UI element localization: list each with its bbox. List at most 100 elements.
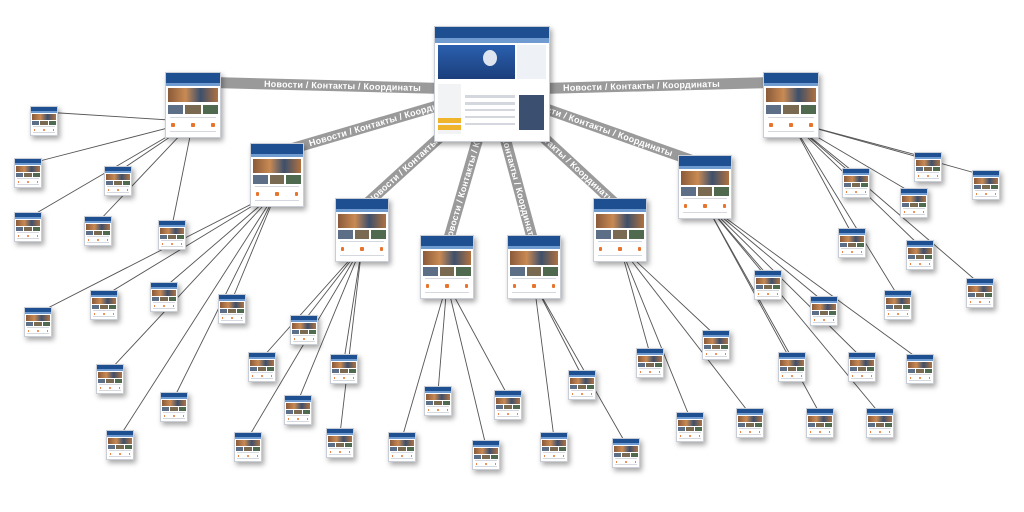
sub-link [619, 245, 751, 415]
thumb-part [613, 439, 639, 444]
thumb-part [100, 305, 108, 309]
leaf-page-thumbnail [568, 370, 596, 400]
thumb-part [769, 122, 773, 127]
thumb-part [168, 105, 184, 114]
thumb-part [151, 283, 177, 288]
thumb-part [694, 427, 702, 431]
thumb-part [848, 243, 856, 247]
sub-link [37, 190, 278, 314]
leaf-page-thumbnail [326, 428, 354, 458]
thumb-part [410, 454, 413, 457]
thumb-part [17, 234, 20, 237]
thumb-part [879, 430, 881, 433]
thumb-part [252, 447, 260, 451]
thumb-part [722, 204, 726, 209]
leaf-page-thumbnail [676, 412, 704, 442]
thumb-part [868, 415, 892, 422]
thumb-part [791, 374, 793, 377]
leaf-page-thumbnail [736, 408, 764, 438]
thumb-part [107, 435, 133, 437]
thumb-part [17, 180, 20, 183]
leaf-page-thumbnail [636, 348, 664, 378]
thumb-part [598, 241, 642, 243]
thumb-part [153, 304, 156, 307]
thumb-part [578, 385, 586, 389]
thumb-part [456, 267, 471, 276]
thumb-part [27, 180, 29, 183]
thumb-part [202, 105, 218, 114]
thumb-part [968, 293, 976, 297]
section-page-thumbnail [593, 198, 647, 262]
sub-link [97, 121, 194, 223]
thumb-part [105, 171, 131, 173]
thumb-part [258, 367, 266, 371]
thumb-part [191, 122, 195, 127]
thumb-part [297, 417, 299, 420]
thumb-part [437, 408, 439, 411]
thumb-part [219, 295, 245, 300]
thumb-part [237, 454, 240, 457]
thumb-part [27, 329, 30, 332]
thumb-part [908, 369, 916, 373]
thumb-part [594, 199, 646, 209]
thumb-part [108, 437, 132, 444]
thumb-part [43, 128, 45, 131]
thumb-part [423, 267, 438, 276]
thumb-part [614, 445, 638, 452]
thumb-part [850, 359, 874, 366]
thumb-part [915, 153, 941, 158]
thumb-part [379, 247, 383, 252]
thumb-part [816, 423, 824, 427]
thumb-part [99, 390, 121, 391]
thumb-part [630, 453, 638, 457]
thumb-part [924, 255, 932, 259]
thumb-part [475, 466, 497, 467]
thumb-part [908, 247, 932, 254]
thumb-part [909, 260, 931, 261]
thumb-part [163, 412, 185, 413]
thumb-part [976, 293, 984, 297]
thumb-part [220, 309, 228, 313]
thumb-part [638, 355, 662, 362]
thumb-part [497, 412, 500, 415]
thumb-part [162, 399, 186, 406]
thumb-part [639, 368, 661, 369]
thumb-part [389, 433, 415, 438]
thumb-part [679, 434, 682, 437]
thumb-part [211, 122, 215, 127]
thumb-part [293, 337, 296, 340]
thumb-part [897, 312, 899, 315]
thumb-part [421, 245, 473, 249]
thumb-part [91, 295, 117, 297]
thumb-part [571, 392, 574, 395]
thumb-part [103, 312, 105, 315]
thumb-part [168, 297, 176, 301]
leaf-page-thumbnail [24, 307, 52, 337]
leaf-page-thumbnail [248, 352, 276, 382]
thumb-part [336, 443, 344, 447]
thumb-part [329, 450, 332, 453]
thumb-part [287, 421, 309, 422]
thumb-part [819, 430, 821, 433]
thumb-part [391, 452, 413, 453]
thumb-part [969, 300, 972, 303]
sub-link [339, 245, 363, 435]
thumb-part [839, 229, 865, 234]
thumb-part [119, 452, 121, 455]
thumb-part [474, 447, 498, 454]
thumb-part [781, 378, 803, 379]
thumb-part [327, 429, 353, 434]
thumb-part [637, 247, 641, 252]
leaf-page-thumbnail [914, 152, 942, 182]
sub-link [437, 282, 448, 393]
thumb-part [541, 433, 567, 438]
thumb-part [813, 322, 835, 323]
thumb-part [629, 230, 644, 239]
leaf-page-thumbnail [388, 432, 416, 462]
thumb-part [269, 175, 285, 184]
thumb-part [967, 279, 993, 284]
sub-link [619, 245, 651, 355]
thumb-part [160, 235, 168, 239]
thumb-part [98, 371, 122, 378]
section-page-thumbnail [335, 198, 389, 262]
